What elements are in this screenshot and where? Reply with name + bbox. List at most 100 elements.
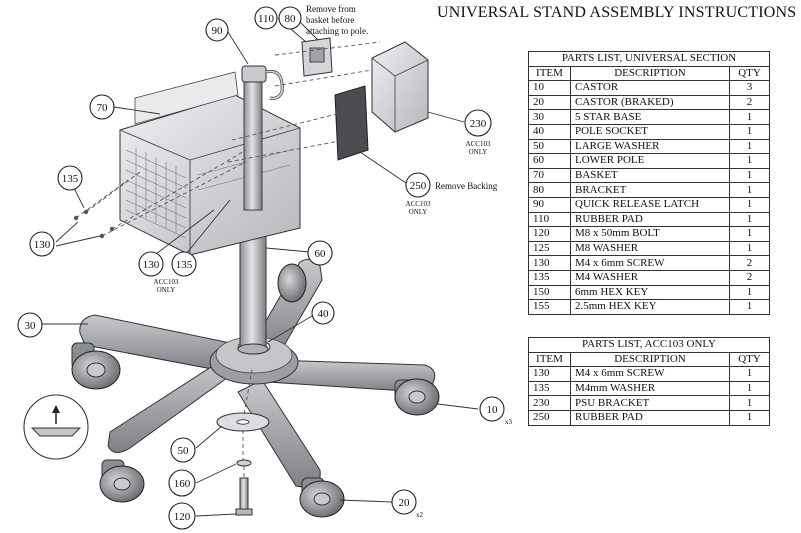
- svg-text:130: 130: [34, 239, 51, 251]
- item-description: PSU BRACKET: [570, 395, 730, 411]
- item-description: LOWER POLE: [570, 153, 730, 169]
- note-remove-basket: attaching to pole.: [306, 26, 368, 36]
- column-header: ITEM: [528, 351, 571, 368]
- hex-socket-detail: [23, 394, 89, 460]
- item-qty: 1: [729, 109, 770, 125]
- callout-60: 60: [307, 240, 333, 266]
- column-header: ITEM: [528, 65, 571, 82]
- item-description: BASKET: [570, 167, 730, 184]
- item-number: 155: [528, 299, 571, 315]
- large-washer: [216, 412, 270, 432]
- svg-text:80: 80: [285, 13, 297, 25]
- item-number: 70: [528, 167, 571, 184]
- table-caption-row: PARTS LIST, ACC103 ONLY: [528, 337, 770, 353]
- callout-80: 80: [278, 6, 302, 30]
- acc-only-label: ONLY: [409, 208, 428, 216]
- callout-230: 230: [464, 109, 492, 137]
- star-base: [79, 258, 436, 489]
- m8-bolt: [235, 477, 253, 516]
- castor: [394, 378, 440, 416]
- item-description: M4mm WASHER: [570, 380, 730, 397]
- svg-text:20: 20: [399, 497, 411, 509]
- item-number: 135: [528, 380, 571, 397]
- svg-text:135: 135: [176, 259, 193, 271]
- acc-only-label: ACC103: [406, 200, 431, 208]
- item-qty: 1: [729, 153, 770, 169]
- item-description: 6mm HEX KEY: [570, 284, 730, 301]
- item-number: 80: [528, 182, 571, 198]
- item-qty: 1: [729, 240, 770, 257]
- item-qty: 1: [729, 167, 770, 184]
- item-description: M8 x 50mm BOLT: [570, 226, 730, 242]
- item-qty: 1: [729, 284, 770, 301]
- item-description: BRACKET: [570, 182, 730, 198]
- item-number: 30: [528, 109, 571, 125]
- callout-120: 120: [168, 502, 196, 530]
- item-description: CASTOR: [570, 80, 730, 96]
- item-description: LARGE WASHER: [570, 138, 730, 155]
- bracket: [301, 37, 333, 77]
- item-number: 250: [528, 409, 571, 426]
- item-number: 120: [528, 226, 571, 242]
- m8-washer: [236, 459, 252, 467]
- callout-70: 70: [89, 94, 115, 120]
- item-qty: 1: [729, 409, 770, 426]
- column-header: QTY: [729, 351, 770, 368]
- item-description: M4 x 6mm SCREW: [570, 366, 730, 382]
- item-qty: 1: [729, 138, 770, 155]
- item-number: 135: [528, 269, 571, 286]
- column-header: QTY: [729, 65, 770, 82]
- item-number: 150: [528, 284, 571, 301]
- svg-text:110: 110: [258, 13, 275, 25]
- item-description: CASTOR (BRAKED): [570, 94, 730, 111]
- callout-20: 20: [391, 489, 417, 515]
- item-description: RUBBER PAD: [570, 211, 730, 228]
- exploded-assembly-diagram: 90 110 80 70 230 250 135 130 130 135 60: [17, 4, 513, 530]
- svg-text:135: 135: [62, 173, 79, 185]
- svg-text:30: 30: [25, 320, 37, 332]
- item-description: 2.5mm HEX KEY: [570, 299, 730, 315]
- svg-text:90: 90: [212, 25, 224, 37]
- callout-90: 90: [205, 18, 229, 42]
- item-description: POLE SOCKET: [570, 123, 730, 140]
- item-number: 110: [528, 211, 571, 228]
- item-qty: 2: [729, 255, 770, 271]
- item-qty: 3: [729, 80, 770, 96]
- acc-only-label: ACC103: [466, 140, 491, 148]
- basket: [119, 69, 301, 256]
- psu-bracket: [371, 41, 429, 133]
- item-description: M8 WASHER: [570, 240, 730, 257]
- item-qty: 1: [729, 395, 770, 411]
- callout-30: 30: [17, 312, 43, 338]
- svg-text:250: 250: [410, 180, 427, 192]
- note-remove-basket: basket before: [306, 15, 354, 25]
- item-qty: 2: [729, 269, 770, 286]
- rubber-pad: [334, 85, 369, 161]
- callout-160: 160: [168, 469, 196, 497]
- callout-40: 40: [311, 301, 335, 325]
- item-number: 130: [528, 366, 571, 382]
- item-number: 230: [528, 395, 571, 411]
- acc-only-label: ONLY: [157, 286, 176, 294]
- item-number: 10: [528, 80, 571, 96]
- item-qty: 1: [729, 226, 770, 242]
- svg-text:10: 10: [487, 404, 499, 416]
- table-caption: PARTS LIST, ACC103 ONLY: [528, 337, 770, 353]
- svg-text:40: 40: [318, 308, 330, 320]
- callout-110: 110: [254, 6, 278, 30]
